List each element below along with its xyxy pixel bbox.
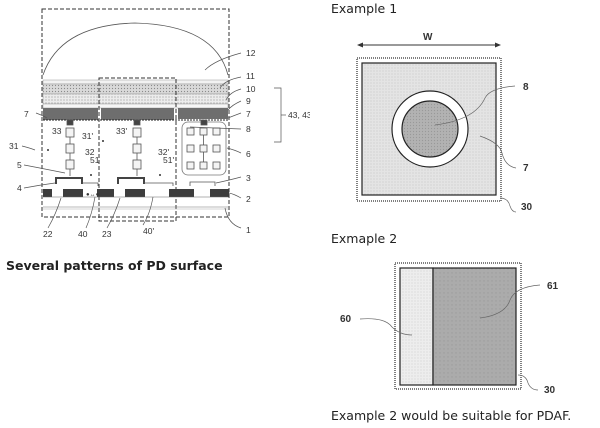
gate-4 — [55, 177, 83, 184]
dark-layer-seg2 — [101, 108, 174, 120]
region-61 — [432, 267, 517, 386]
dark-layer-seg1 — [43, 108, 98, 120]
ex2-label-30: 30 — [544, 385, 556, 396]
label-8: 8 — [246, 124, 251, 134]
wiring-chain-32p — [132, 119, 142, 176]
gate-4p — [117, 177, 145, 184]
ex1-label-30: 30 — [521, 202, 533, 213]
example1-diagram: W 8 7 30 — [356, 32, 533, 213]
left-figure-caption: Several patterns of PD surface — [6, 258, 223, 273]
label-3: 3 — [246, 173, 251, 183]
ex2-label-60: 60 — [340, 314, 352, 325]
layer-10 — [42, 93, 229, 105]
example1-title: Example 1 — [331, 1, 398, 16]
label-7-right: 7 — [246, 109, 251, 119]
layer-top — [42, 79, 229, 85]
label-40p: 40' — [143, 226, 154, 236]
wiring-chain-32 — [65, 119, 75, 176]
region-60 — [399, 267, 434, 386]
label-51: 51 — [90, 155, 100, 165]
label-31: 31 — [9, 141, 19, 151]
isolation-blocks-2 — [43, 189, 229, 197]
label-31p: 31' — [82, 131, 93, 141]
region-30 — [394, 262, 522, 390]
label-2: 2 — [246, 194, 251, 204]
region-30 — [356, 57, 502, 202]
element-3 — [189, 181, 216, 186]
outer-pixel-boundary — [41, 8, 230, 218]
ex2-label-61: 61 — [547, 281, 559, 292]
label-33: 33 — [52, 126, 62, 136]
svg-text:●↔●: ●↔● — [86, 192, 100, 198]
label-1: 1 — [246, 225, 251, 235]
label-9: 9 — [246, 96, 251, 106]
label-22: 22 — [43, 229, 53, 239]
label-32: 32 — [85, 147, 95, 157]
label-11: 11 — [246, 71, 255, 81]
label-10: 10 — [246, 84, 256, 94]
dark-layer-seg3 — [178, 108, 228, 119]
label-33p: 33' — [116, 126, 127, 136]
label-32p: 32' — [158, 147, 169, 157]
label-4: 4 — [17, 183, 22, 193]
layer-11 — [42, 83, 229, 95]
label-43: 43, 43' — [288, 110, 310, 120]
inner-pixel-boundary — [98, 77, 177, 222]
label-40: 40 — [78, 229, 88, 239]
example2-note: Example 2 would be suitable for PDAF. — [331, 408, 572, 423]
region-8 — [401, 100, 459, 158]
microlens — [42, 22, 229, 76]
example2-diagram: 61 60 30 — [340, 262, 559, 396]
ex1-label-7: 7 — [523, 163, 529, 174]
cross-section-diagram: ●↔● 12 11 10 9 7 43, 43' 8 6 3 2 1 — [9, 8, 310, 239]
label-7-left: 7 — [24, 109, 29, 119]
ex1-label-8: 8 — [523, 82, 529, 93]
label-12: 12 — [246, 48, 256, 58]
example2-title: Exmaple 2 — [331, 231, 398, 246]
label-6: 6 — [246, 149, 251, 159]
wiring-block-6 — [181, 119, 227, 176]
layer-9-top — [42, 103, 229, 109]
width-label: W — [423, 32, 433, 43]
label-5: 5 — [17, 160, 22, 170]
label-23: 23 — [102, 229, 112, 239]
label-51p: 51' — [163, 155, 174, 165]
